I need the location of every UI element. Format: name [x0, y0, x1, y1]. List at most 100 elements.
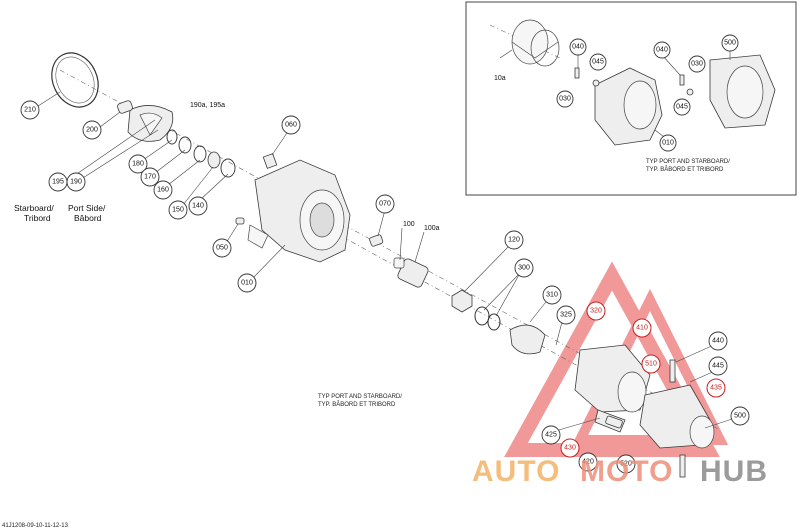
callout-160: 160: [153, 180, 173, 200]
label-portside: Port Side/: [68, 203, 106, 213]
part-wear-ring: [51, 52, 99, 108]
svg-text:420: 420: [582, 459, 594, 466]
svg-text:045: 045: [676, 104, 688, 111]
note-typ-inset-1: TYP PORT AND STARBOARD/: [646, 159, 730, 165]
callout-195: 195: [48, 172, 68, 192]
svg-text:445: 445: [712, 363, 724, 370]
part-small-plug: [235, 217, 245, 225]
svg-text:060: 060: [285, 122, 297, 129]
svg-text:050: 050: [216, 245, 228, 252]
svg-text:310: 310: [546, 292, 558, 299]
callout-325: 325: [556, 305, 576, 325]
part-pump-housing: [247, 153, 351, 263]
part-o-rings: [474, 306, 501, 331]
svg-text:300: 300: [518, 265, 530, 272]
label-tribord: Tribord: [24, 213, 51, 223]
part-shaft-bearing: [393, 257, 429, 288]
inset-part-screws: [574, 67, 694, 96]
callout-410: 410: [632, 318, 652, 338]
ref-label-100: 100: [403, 221, 415, 228]
label-starboard: Starboard/: [14, 203, 54, 213]
svg-text:425: 425: [545, 432, 557, 439]
callout-010: 010: [237, 273, 257, 293]
note-typ-main-2: TYP. BÂBORD ET TRIBORD: [318, 401, 396, 408]
callout-210: 210: [20, 100, 40, 120]
callout-510: 510: [641, 354, 661, 374]
note-typ-inset-2: TYP. BÂBORD ET TRIBORD: [646, 166, 724, 173]
svg-text:160: 160: [157, 187, 169, 194]
ref-label-190a: 190a, 195a: [190, 102, 225, 109]
callout-440: 440: [708, 331, 728, 351]
callout-190: 190: [66, 172, 86, 192]
svg-text:030: 030: [559, 96, 571, 103]
svg-text:200: 200: [86, 127, 98, 134]
inset-part-cover: [709, 54, 776, 129]
note-typ-main-1: TYP PORT AND STARBOARD/: [318, 394, 402, 400]
inset-part-housing: [594, 67, 663, 146]
svg-text:500: 500: [734, 413, 746, 420]
callout-435: 435: [706, 378, 726, 398]
drawing-id: 41J1208-09-10-11-12-13: [2, 523, 69, 529]
ref-label-10a: 10a: [494, 75, 506, 82]
svg-text:010: 010: [241, 280, 253, 287]
svg-text:430: 430: [564, 445, 576, 452]
svg-text:320: 320: [590, 308, 602, 315]
callout-170: 170: [140, 167, 160, 187]
part-nut: [451, 289, 473, 313]
inset-part-wear-ring: [511, 19, 560, 67]
inset-callout-030-left: 030: [556, 90, 574, 108]
svg-text:MOTO: MOTO: [580, 455, 673, 488]
ref-label-100a: 100a: [424, 225, 440, 232]
svg-text:410: 410: [636, 325, 648, 332]
svg-text:500: 500: [724, 40, 736, 47]
label-babord: Bâbord: [74, 213, 102, 223]
callout-520: 520: [616, 454, 636, 474]
svg-text:440: 440: [712, 338, 724, 345]
svg-text:AUTO: AUTO: [472, 455, 560, 488]
part-impeller: [117, 100, 174, 142]
callout-120: 120: [504, 230, 524, 250]
inset-callout-030-right: 030: [688, 55, 706, 73]
part-ring-stack: [166, 129, 236, 178]
svg-text:070: 070: [379, 201, 391, 208]
callout-200: 200: [82, 120, 102, 140]
inset-callout-045-left: 045: [589, 53, 607, 71]
svg-text:010: 010: [662, 140, 674, 147]
part-cone: [509, 324, 546, 355]
svg-text:140: 140: [192, 203, 204, 210]
svg-text:040: 040: [572, 44, 584, 51]
inset-callout-040-left: 040: [569, 38, 587, 56]
svg-text:170: 170: [144, 174, 156, 181]
svg-text:190: 190: [70, 179, 82, 186]
watermark-logo: AUTO MOTO HUB: [472, 455, 768, 488]
inset-callout-045-right: 045: [673, 98, 691, 116]
svg-text:045: 045: [592, 59, 604, 66]
callout-310: 310: [542, 285, 562, 305]
svg-text:210: 210: [24, 107, 36, 114]
inset-callout-500: 500: [721, 34, 739, 52]
callout-320: 320: [586, 301, 606, 321]
callout-060: 060: [281, 115, 301, 135]
inset-callout-040-right: 040: [653, 41, 671, 59]
svg-text:510: 510: [645, 361, 657, 368]
callout-300: 300: [514, 258, 534, 278]
part-venturi: [574, 344, 715, 478]
callout-430: 430: [560, 438, 580, 458]
svg-text:150: 150: [172, 207, 184, 214]
callout-425: 425: [541, 425, 561, 445]
svg-text:195: 195: [52, 179, 64, 186]
callout-445: 445: [708, 356, 728, 376]
callout-150: 150: [168, 200, 188, 220]
callout-180: 180: [128, 154, 148, 174]
inset-callout-010: 010: [659, 134, 677, 152]
svg-text:040: 040: [656, 47, 668, 54]
callout-140: 140: [188, 196, 208, 216]
callout-070: 070: [375, 194, 395, 214]
part-bushing: [369, 234, 384, 247]
svg-text:030: 030: [691, 61, 703, 68]
callout-500: 500: [730, 406, 750, 426]
axis-line-pump: [329, 229, 641, 401]
callout-420: 420: [578, 452, 598, 472]
svg-text:HUB: HUB: [700, 455, 768, 488]
